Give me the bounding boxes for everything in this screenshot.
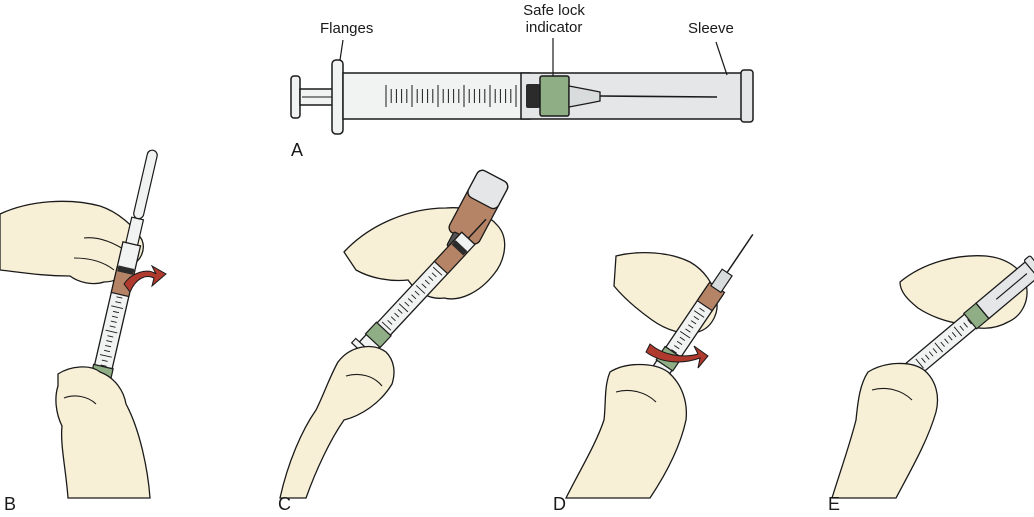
graduation-tick bbox=[432, 266, 443, 276]
graduation-tick bbox=[115, 301, 122, 304]
hand-lower-d bbox=[564, 363, 688, 499]
graduation-tick bbox=[915, 358, 924, 369]
graduation-tick bbox=[99, 354, 112, 358]
graduation-tick bbox=[110, 320, 117, 323]
graduation-tick bbox=[105, 345, 112, 348]
label-safe-lock-indicator: Safe lock indicator bbox=[512, 2, 596, 36]
graduation-tick bbox=[934, 342, 944, 353]
graduation-tick bbox=[693, 310, 705, 318]
graduation-tick bbox=[404, 301, 410, 307]
graduation-tick bbox=[428, 276, 434, 281]
graduation-tick bbox=[948, 335, 953, 341]
panel-letter-a: A bbox=[291, 140, 304, 160]
needle bbox=[599, 95, 718, 98]
barrel-graduations bbox=[385, 85, 522, 107]
graduation-tick bbox=[679, 336, 686, 341]
rotate-arrow-d bbox=[645, 343, 709, 369]
flanges bbox=[331, 59, 344, 135]
label-safe-lock-line2: indicator bbox=[525, 19, 583, 36]
graduation-tick bbox=[671, 349, 677, 354]
graduation-tick bbox=[109, 325, 116, 328]
graduation-tick bbox=[101, 359, 108, 362]
graduation-tick bbox=[959, 325, 965, 331]
graduation-tick bbox=[407, 298, 413, 303]
barrel bbox=[342, 72, 531, 120]
graduation-tick bbox=[415, 285, 426, 294]
graduation-tick bbox=[424, 279, 430, 285]
graduation-tick bbox=[699, 307, 705, 312]
label-flanges: Flanges bbox=[320, 20, 374, 37]
graduation-tick bbox=[932, 348, 938, 354]
graduation-tick bbox=[674, 345, 680, 350]
graduation-tick bbox=[398, 303, 409, 313]
graduation-tick bbox=[431, 272, 437, 278]
hand-lower-e bbox=[831, 362, 939, 499]
needle-hub bbox=[568, 85, 601, 108]
panel-e-illustration bbox=[831, 255, 1034, 499]
graduation-tick bbox=[963, 322, 968, 328]
panel-c-illustration bbox=[279, 169, 509, 499]
sleeve-end-cap bbox=[740, 69, 754, 123]
graduation-tick bbox=[411, 294, 417, 300]
graduation-tick bbox=[421, 283, 427, 289]
graduation-tick bbox=[116, 296, 123, 299]
graduation-tick bbox=[928, 351, 934, 357]
graduation-tick bbox=[112, 310, 120, 314]
graduation-tick bbox=[103, 349, 111, 353]
graduation-tick bbox=[693, 316, 700, 321]
graduation-tick bbox=[688, 324, 694, 329]
safe-lock-indicator bbox=[539, 75, 570, 117]
graduation-tick bbox=[679, 330, 691, 339]
graduation-tick bbox=[967, 319, 972, 325]
graduation-tick bbox=[685, 328, 691, 333]
graduation-tick bbox=[921, 357, 926, 363]
panel-d-illustration bbox=[564, 233, 754, 499]
graduation-tick bbox=[944, 338, 949, 344]
graduation-tick bbox=[381, 321, 392, 331]
graduation-tick bbox=[676, 340, 683, 346]
panel-letter-c: C bbox=[278, 494, 291, 514]
panel-letter-e: E bbox=[828, 494, 841, 514]
graduation-tick bbox=[925, 354, 930, 360]
graduation-tick bbox=[951, 332, 957, 338]
graduation-tick bbox=[940, 341, 945, 347]
graduation-tick bbox=[397, 309, 403, 314]
graduation-tick bbox=[690, 320, 697, 325]
label-sleeve: Sleeve bbox=[688, 20, 734, 37]
panel-a-syringe bbox=[290, 38, 754, 135]
graduation-tick bbox=[111, 305, 124, 309]
label-safe-lock-line1: Safe lock bbox=[523, 2, 585, 19]
graduation-tick bbox=[107, 335, 114, 338]
graduation-tick bbox=[100, 364, 107, 367]
graduation-tick bbox=[387, 320, 393, 325]
panel-letter-d: D bbox=[553, 494, 566, 514]
graduation-tick bbox=[106, 340, 113, 343]
graduation-tick bbox=[394, 312, 400, 318]
graduation-tick bbox=[414, 290, 420, 296]
plunger-thumb-rest bbox=[290, 75, 301, 119]
graduation-tick bbox=[953, 326, 963, 337]
graduation-tick bbox=[105, 329, 118, 334]
rotate-arrow-b bbox=[123, 264, 167, 293]
hand-lower-b bbox=[55, 366, 151, 499]
hand-lower-c bbox=[279, 345, 395, 499]
graduation-tick bbox=[111, 315, 118, 319]
panel-letter-b: B bbox=[4, 494, 17, 514]
panel-b-illustration bbox=[0, 149, 167, 499]
graduation-tick bbox=[390, 316, 396, 322]
